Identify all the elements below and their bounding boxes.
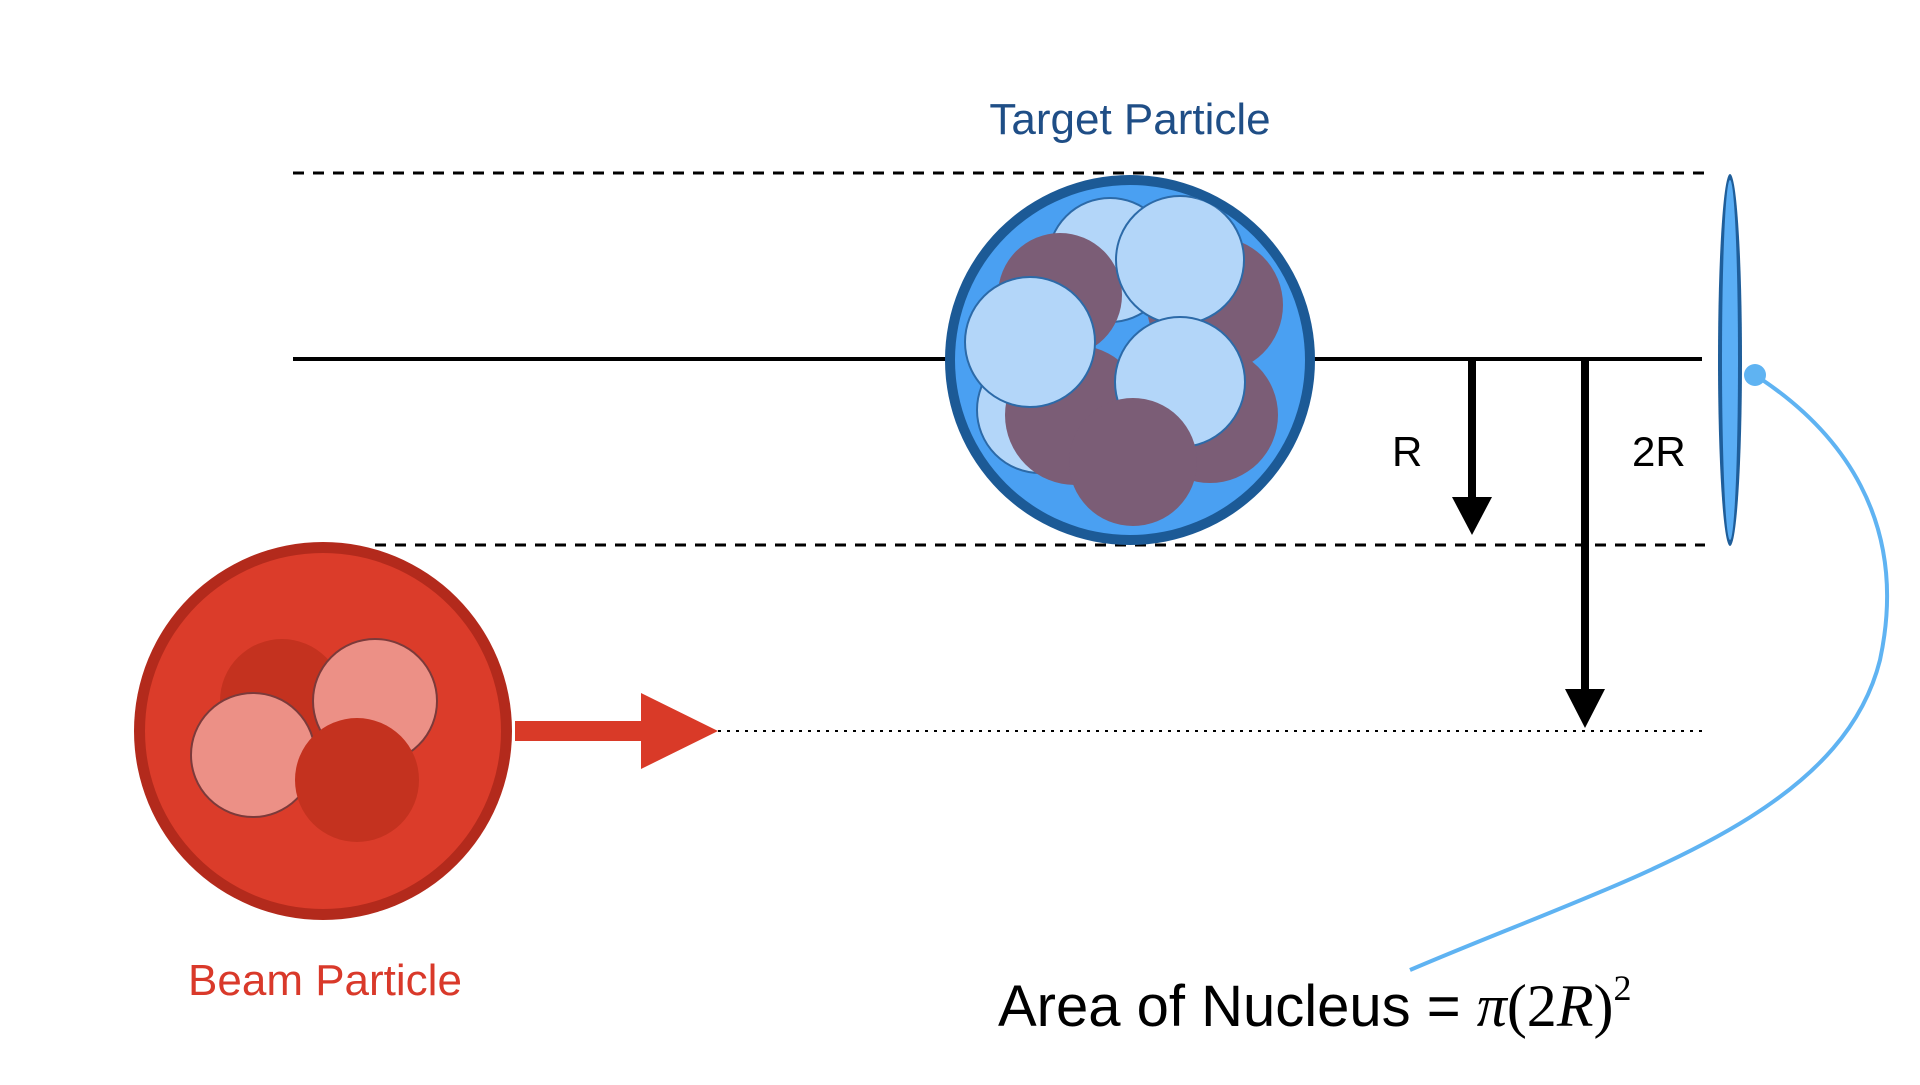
area-formula-open: (2 xyxy=(1507,973,1557,1039)
r-arrow xyxy=(1452,359,1492,535)
beam-nucleon xyxy=(190,692,316,818)
beam-particle xyxy=(134,542,512,920)
beam-nucleon xyxy=(295,718,419,842)
target-nucleon xyxy=(1069,398,1197,526)
two-r-arrow xyxy=(1565,359,1605,728)
target-particle-label: Target Particle xyxy=(989,95,1270,144)
beam-particle-label: Beam Particle xyxy=(188,956,462,1005)
area-formula-text: Area of Nucleus = xyxy=(998,974,1477,1039)
area-formula-exponent: 2 xyxy=(1613,968,1631,1008)
target-nucleon xyxy=(1115,195,1245,325)
r-label: R xyxy=(1392,428,1422,475)
cross-section-disc xyxy=(1718,174,1742,546)
area-formula-pi: π xyxy=(1477,973,1509,1039)
area-formula-r: R xyxy=(1556,973,1594,1039)
area-formula-close: ) xyxy=(1593,973,1613,1039)
two-r-label: 2R xyxy=(1632,428,1686,475)
area-formula: Area of Nucleus = π(2R)2 xyxy=(998,968,1631,1039)
area-callout-connector xyxy=(1409,364,1890,972)
beam-direction-arrow xyxy=(515,693,718,769)
target-nucleon xyxy=(964,276,1096,408)
target-particle xyxy=(945,175,1315,545)
